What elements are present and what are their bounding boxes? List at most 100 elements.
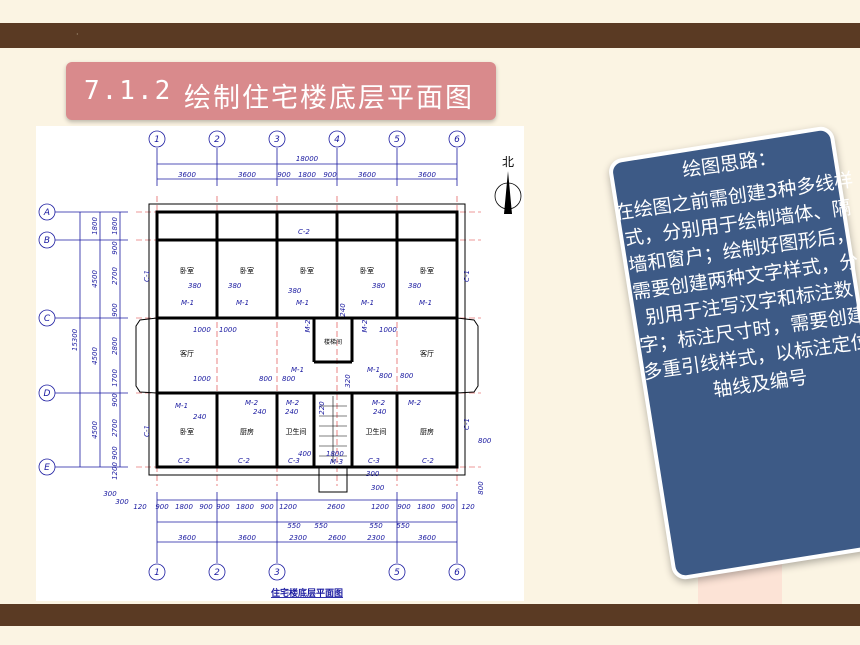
tag-m2-d: M-2: [408, 399, 422, 407]
dim-bot2-1: 550: [314, 522, 328, 530]
tag-m1-b: M-1: [236, 299, 249, 307]
tag-m2-c: M-2: [372, 399, 386, 407]
tag-m1-e: M-1: [419, 299, 432, 307]
dim-bot2-0: 550: [287, 522, 301, 530]
dim-bot3-1: 3600: [238, 534, 256, 542]
tag-220: 220: [318, 401, 326, 415]
room-living-1: 客厅: [180, 349, 194, 358]
tag-1000-c: 1000: [193, 375, 211, 383]
tag-m1-h: M-1: [175, 402, 188, 410]
room-living-2: 客厅: [420, 349, 434, 358]
axis-label-top-4: 4: [334, 135, 340, 145]
dim-bot1-2: 1800: [175, 503, 193, 511]
tag-380-a: 380: [188, 282, 202, 290]
dim-bot3-5: 3600: [418, 534, 436, 542]
dim-left2-5: 1700: [111, 369, 119, 387]
tag-m1-c: M-1: [296, 299, 309, 307]
dim-bot1-10: 900: [397, 503, 411, 511]
floor-plan-svg: 北 1 2 3 4 5 6 1 2 3 5 6 A B C D E 18000 …: [38, 130, 522, 599]
dim-bot1-4: 900: [216, 503, 230, 511]
axis-bubble-top-5: [388, 130, 406, 148]
room-kitchen-2: 厨房: [420, 427, 434, 436]
dim-left2-1: 900: [111, 241, 119, 255]
axis-label-top-5: 5: [394, 135, 400, 145]
tag-m1-d: M-1: [361, 299, 374, 307]
tag-800-e: 800: [478, 437, 492, 445]
axis-label-top-6: 6: [454, 135, 460, 145]
section-title: 绘制住宅楼底层平面图: [184, 83, 474, 114]
dim-top-1: 3600: [238, 171, 256, 179]
axis-label-bottom-5: 5: [394, 568, 400, 578]
dim-bot1-1: 900: [155, 503, 169, 511]
dim-bot1-13: 120: [461, 503, 475, 511]
axis-label-top-1: 1: [154, 135, 160, 145]
tag-c1-b: C-1: [463, 270, 471, 282]
tag-m2-b: M-2: [286, 399, 300, 407]
tag-400: 400: [298, 450, 312, 458]
axis-bubble-bottom-5: [388, 563, 406, 581]
dim-left2-9: 1200: [111, 462, 119, 480]
north-arrow-icon: [494, 171, 522, 214]
tag-240-d: 240: [373, 408, 387, 416]
axis-bubble-top-4: [328, 130, 346, 148]
tag-c2-c: C-2: [422, 457, 434, 465]
tag-m1-g: M-1: [367, 366, 380, 374]
tag-c3-a: C-3: [288, 457, 300, 465]
tag-c1-a: C-1: [143, 270, 151, 282]
tag-m2-f: M-2: [361, 319, 369, 333]
tag-380-d: 380: [372, 282, 386, 290]
room-stair-note: 楼梯间: [324, 338, 342, 346]
decorative-dot: ·: [76, 30, 79, 39]
tag-800-d: 800: [400, 372, 414, 380]
top-band: [0, 23, 860, 48]
room-bedroom-5: 卧室: [420, 266, 434, 275]
outer-walls: [155, 210, 459, 469]
tag-300-a: 300: [366, 470, 380, 478]
dim-left2-8: 900: [111, 446, 119, 460]
section-number: 7.1.2: [84, 76, 173, 106]
axis-label-C: C: [44, 314, 51, 324]
tag-800-a: 800: [259, 375, 273, 383]
dim-left2-4: 2800: [111, 337, 119, 355]
dim-bot1-8: 2600: [327, 503, 345, 511]
dim-bot3-0: 3600: [178, 534, 196, 542]
tag-1000-b: 1000: [219, 326, 237, 334]
dim-left2-7: 2700: [111, 419, 119, 437]
dim-bot3-4: 2300: [367, 534, 385, 542]
dim-bot2-2: 550: [369, 522, 383, 530]
axis-bubble-top-1: [148, 130, 166, 148]
axis-label-A: A: [43, 208, 50, 218]
axis-label-E: E: [44, 463, 50, 473]
tag-300-b: 300: [371, 484, 385, 492]
tag-240-b: 240: [253, 408, 267, 416]
axis-bubble-top-3: [268, 130, 286, 148]
dim-bot1-7: 1200: [279, 503, 297, 511]
tag-1000-d: 1000: [379, 326, 397, 334]
dim-top-0: 3600: [178, 171, 196, 179]
axis-bubble-bottom-3: [268, 563, 286, 581]
axis-label-top-3: 3: [274, 135, 280, 145]
note-text-block: 绘图思路： 在绘图之前需创建3种多线样式，分别用于绘制墙体、隔墙和窗户；绘制好图…: [608, 134, 860, 414]
room-bathroom-1: 卫生间: [286, 427, 307, 436]
tag-m2-a: M-2: [245, 399, 259, 407]
dim-top-5: 3600: [358, 171, 376, 179]
dim-bot2-3: 550: [396, 522, 410, 530]
axis-label-bottom-6: 6: [454, 568, 460, 578]
axis-bubble-bottom-2: [208, 563, 226, 581]
dim-bot1-6: 900: [260, 503, 274, 511]
tag-c2-a: C-2: [178, 457, 190, 465]
floor-plan-drawing: 北 1 2 3 4 5 6 1 2 3 5 6 A B C D E 18000 …: [36, 126, 524, 601]
axis-bubble-bottom-1: [148, 563, 166, 581]
room-bedroom-3: 卧室: [300, 266, 314, 275]
north-label: 北: [502, 155, 514, 169]
tag-240-a: 240: [193, 413, 207, 421]
tag-320: 320: [344, 374, 352, 388]
axis-label-D: D: [44, 389, 51, 399]
dim-bot1-11: 1800: [417, 503, 435, 511]
room-bedroom-4: 卧室: [360, 266, 374, 275]
axis-label-top-2: 2: [214, 135, 220, 145]
tag-800-c: 800: [379, 372, 393, 380]
axis-bubble-bottom-6: [448, 563, 466, 581]
axis-bubble-top-2: [208, 130, 226, 148]
tag-380-c: 380: [288, 287, 302, 295]
